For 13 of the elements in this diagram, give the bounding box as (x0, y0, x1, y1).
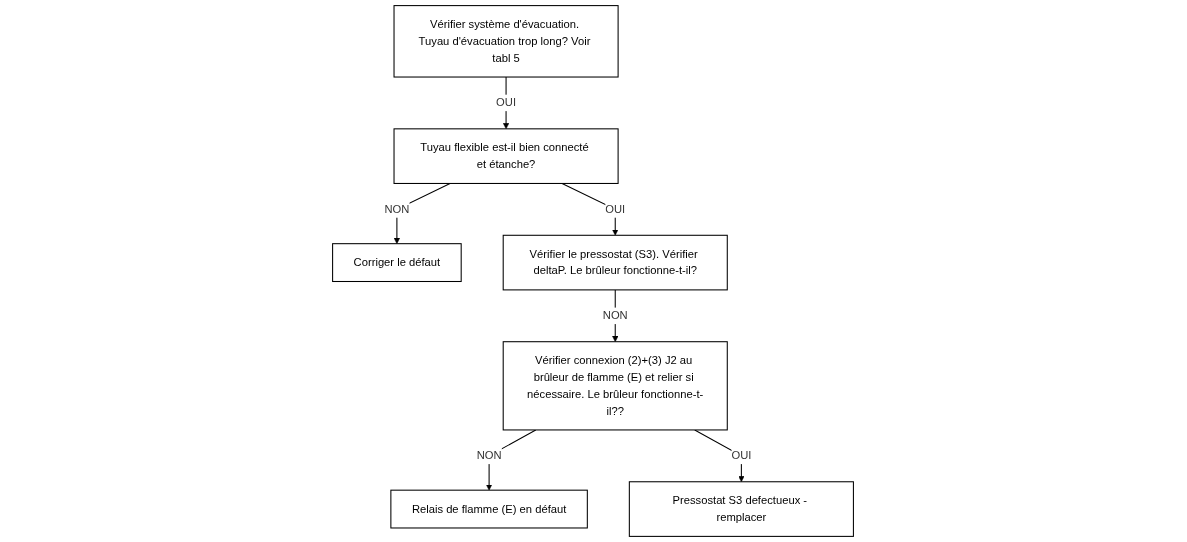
node-box: Vérifier système d'évacuation. Tuyau d'évacuation trop long? Voir tabl 5 (394, 5, 620, 78)
node-box: Vérifier le pressostat (S3). Vérifier deltaP. Le brûleur fonctionne-t-il? (503, 234, 729, 291)
node-box: Pressostat S3 defectueux - remplacer (629, 481, 855, 537)
node-box: Vérifier connexion (2)+(3) J2 au brûleur de flamme (E) et relier si nécessaire. Le brûleur fonctionne-t-il?? (503, 341, 729, 431)
edge-label: NON (384, 203, 410, 215)
edge-label: OUI (605, 203, 626, 215)
node-box: Tuyau flexible est-il bien connecté et étanche? (394, 128, 620, 184)
edge-label: OUI (496, 96, 517, 109)
edge-label: NON (603, 309, 629, 322)
node-box: Relais de flamme (E) en défaut (390, 489, 589, 529)
node-box: Corriger le défaut (332, 243, 463, 283)
edge-label: OUI (731, 449, 752, 462)
edge-label: NON (477, 449, 503, 462)
